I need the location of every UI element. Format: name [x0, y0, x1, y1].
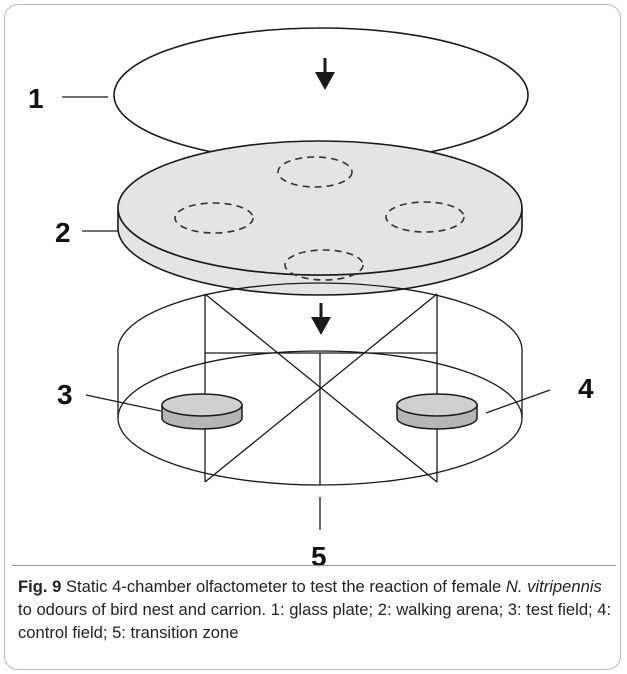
caption-text-1: Static 4-chamber olfactometer to test th… [61, 577, 506, 596]
test-field [161, 393, 243, 430]
caption-divider [12, 565, 616, 566]
control-field [396, 393, 478, 430]
arrow-down-icon [311, 303, 331, 335]
caption-text-2: to odours of bird nest and carrion. 1: g… [18, 600, 612, 642]
dashed-field-top [277, 156, 353, 188]
label-5: 5 [311, 541, 327, 572]
leader-lines [62, 96, 551, 530]
label-2: 2 [55, 217, 71, 248]
species-name: N. vitripennis [505, 577, 602, 596]
label-3: 3 [57, 379, 73, 410]
figure-number: Fig. 9 [18, 577, 62, 596]
walking-arena [117, 140, 523, 296]
dashed-field-left [174, 202, 254, 234]
label-1: 1 [28, 83, 44, 114]
figure-caption: Fig. 9 Static 4-chamber olfactometer to … [18, 575, 613, 644]
label-4: 4 [578, 373, 594, 404]
chamber-base [117, 282, 523, 486]
dashed-field-bottom [284, 249, 364, 281]
dashed-field-right [385, 201, 465, 233]
arrow-down-icon [315, 58, 335, 90]
